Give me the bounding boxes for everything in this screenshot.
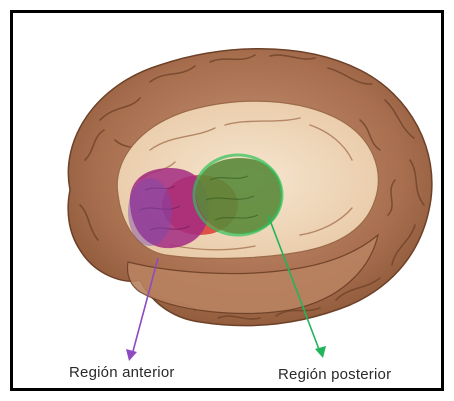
label-posterior-region: Región posterior bbox=[278, 366, 391, 383]
anterior-region-halo bbox=[128, 178, 172, 246]
label-anterior-region: Región anterior bbox=[69, 364, 175, 381]
